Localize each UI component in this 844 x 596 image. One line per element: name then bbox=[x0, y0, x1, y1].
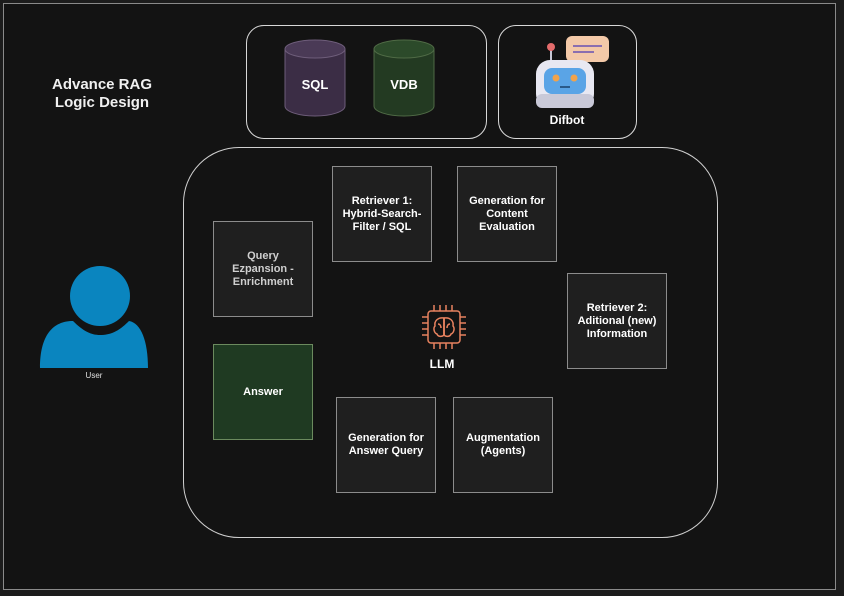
bot-group bbox=[498, 25, 637, 139]
retriever-1-box: Retriever 1: Hybrid-Search- Filter / SQL bbox=[332, 166, 432, 262]
vdb-cylinder-icon bbox=[373, 39, 435, 117]
diagram-title: Advance RAG Logic Design bbox=[51, 76, 153, 111]
augmentation-agents-box: Augmentation (Agents) bbox=[453, 397, 553, 493]
answer-box: Answer bbox=[213, 344, 313, 440]
user-label: User bbox=[85, 371, 103, 380]
llm-label: LLM bbox=[429, 357, 455, 371]
vdb-database: VDB bbox=[373, 38, 435, 118]
vdb-label: VDB bbox=[390, 77, 418, 92]
brain-chip-icon bbox=[422, 305, 466, 349]
databases-group bbox=[246, 25, 487, 139]
generation-answer-query-box: Generation for Answer Query bbox=[336, 397, 436, 493]
robot-chat-icon bbox=[536, 36, 609, 108]
sql-database: SQL bbox=[284, 38, 346, 118]
sql-label: SQL bbox=[301, 77, 329, 92]
user-icon bbox=[40, 266, 148, 368]
sql-cylinder-icon bbox=[284, 39, 346, 117]
query-expansion-box: Query Ezpansion - Enrichment bbox=[213, 221, 313, 317]
retriever-2-box: Retriever 2: Aditional (new) Information bbox=[567, 273, 667, 369]
rag-pipeline-container bbox=[183, 147, 718, 538]
bot-label: Difbot bbox=[549, 113, 585, 127]
generation-content-evaluation-box: Generation for Content Evaluation bbox=[457, 166, 557, 262]
